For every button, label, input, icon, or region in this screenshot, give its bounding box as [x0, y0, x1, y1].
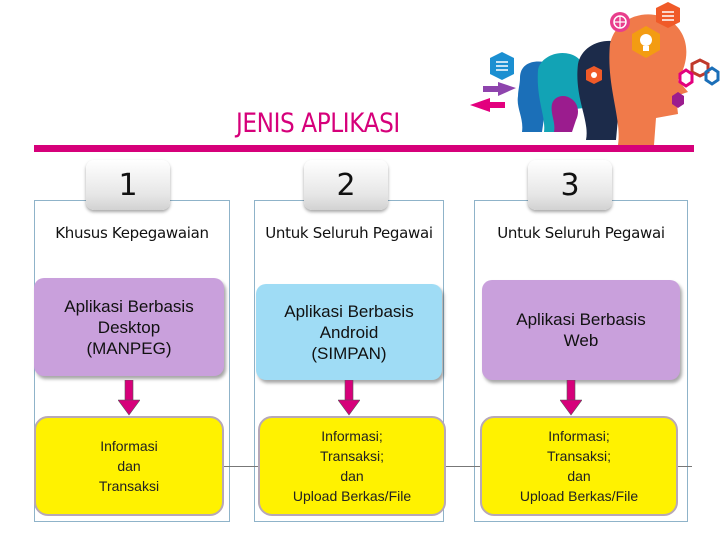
- connector-line: [446, 466, 482, 467]
- column-number-2: 2: [304, 160, 388, 210]
- title-underline: [34, 145, 694, 152]
- exchange-arrows-icon: [470, 82, 516, 112]
- connector-line: [676, 466, 692, 467]
- column-audience-3: Untuk Seluruh Pegawai: [497, 224, 665, 242]
- column-audience-1: Khusus Kepegawaian: [55, 224, 209, 242]
- column-number-3: 3: [528, 160, 612, 210]
- down-arrow-icon: [560, 380, 582, 416]
- gear-icon: [672, 58, 720, 108]
- page-title: JENIS APLIKASI: [236, 108, 400, 139]
- head-silhouettes-illustration: [470, 2, 720, 145]
- down-arrow-icon: [338, 380, 360, 416]
- down-arrow-icon: [118, 380, 140, 416]
- column-number-1: 1: [86, 160, 170, 210]
- features-box-2: Informasi; Transaksi; dan Upload Berkas/…: [258, 416, 446, 516]
- connector-line: [224, 466, 260, 467]
- app-box-web: Aplikasi Berbasis Web: [482, 280, 680, 380]
- column-audience-2: Untuk Seluruh Pegawai: [265, 224, 433, 242]
- lightbulb-icon: [632, 26, 660, 58]
- globe-icon: [610, 12, 630, 32]
- features-box-3: Informasi; Transaksi; dan Upload Berkas/…: [480, 416, 678, 516]
- features-box-1: Informasi dan Transaksi: [34, 416, 224, 516]
- app-box-android: Aplikasi Berbasis Android (SIMPAN): [256, 284, 442, 380]
- app-box-desktop: Aplikasi Berbasis Desktop (MANPEG): [34, 278, 224, 376]
